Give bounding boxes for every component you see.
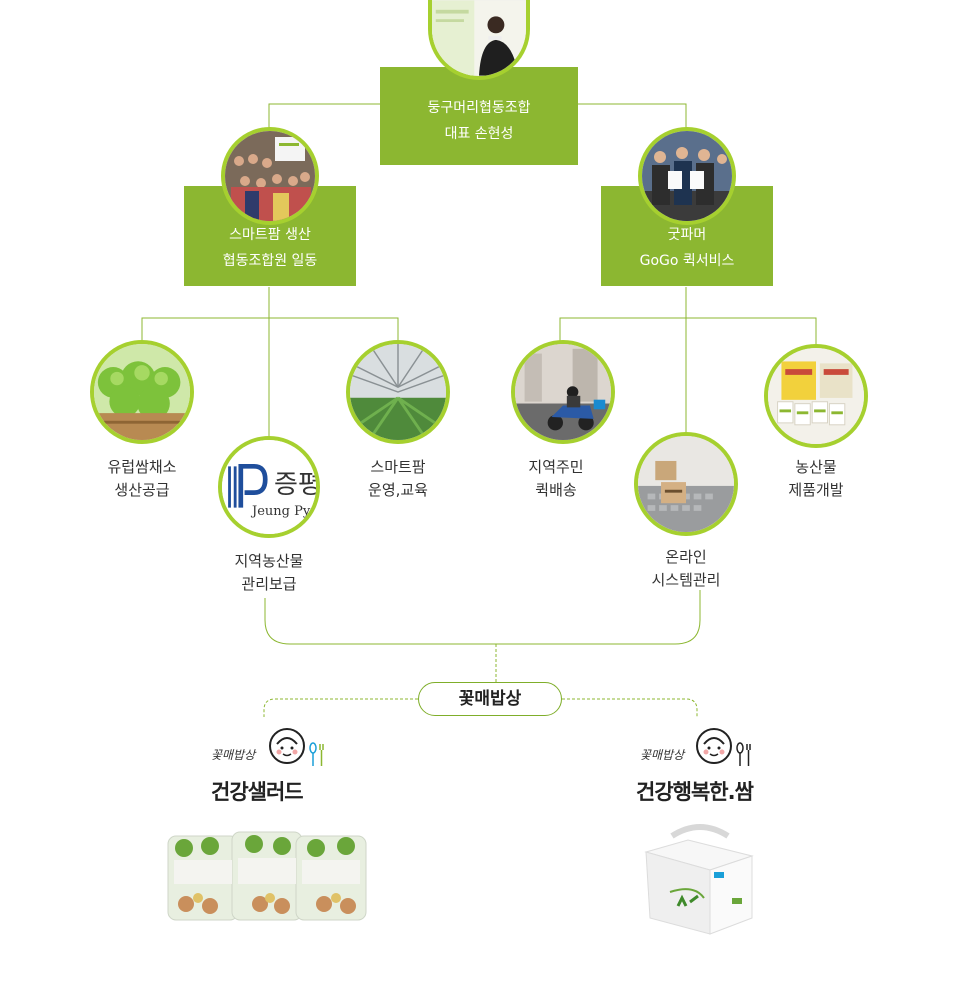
- local-products-label: 지역농산물 관리보급: [199, 550, 339, 596]
- right-branch-line2: GoGo 퀵서비스: [639, 253, 735, 269]
- root-title: 대표 손현성: [444, 126, 514, 142]
- smartfarm-line2: 운영,교육: [368, 481, 428, 499]
- salad-brand-name: 건강샐러드: [211, 780, 304, 804]
- jeungpyeong-logo: 증평 Jeung Py: [218, 436, 320, 538]
- online-line1: 온라인: [665, 548, 707, 566]
- wrap-brand-logo: 꽃매밥상 건강행복한.쌈: [634, 724, 784, 804]
- fork-spoon-icon: [309, 742, 324, 766]
- jeungpyeong-logo-mark: [222, 440, 316, 534]
- local-products-line1: 지역농산물: [234, 552, 304, 570]
- delivery-label: 지역주민 퀵배송: [486, 456, 626, 502]
- products-line2: 제품개발: [788, 481, 844, 499]
- delivery-photo: [511, 340, 615, 444]
- online-line2: 시스템관리: [651, 571, 721, 589]
- members-group-photo: [221, 127, 319, 225]
- grandma-face-icon: [269, 728, 305, 764]
- online-label: 온라인 시스템관리: [616, 546, 756, 592]
- root-photo: [428, 0, 530, 80]
- wrap-brand-small: 꽃매밥상: [640, 748, 685, 762]
- brand-pill: 꽃매밥상: [418, 682, 562, 716]
- delivery-line2: 퀵배송: [535, 481, 577, 499]
- right-branch-line1: 굿파머: [667, 227, 707, 243]
- delivery-line1: 지역주민: [528, 458, 584, 476]
- goodfarmer-photo: [638, 127, 736, 225]
- salad-brand-logo: 꽃매밥상 건강샐러드: [205, 724, 335, 804]
- products-line1: 농산물: [795, 458, 837, 476]
- salad-brand-small: 꽃매밥상: [211, 748, 256, 762]
- left-branch-line2: 협동조합원 일동: [222, 253, 318, 269]
- salad-product-photo: [164, 828, 370, 924]
- wrap-brand-name: 건강행복한.쌈: [636, 780, 754, 804]
- smartfarm-label: 스마트팜 운영,교육: [328, 456, 468, 502]
- fork-spoon-icon-2: [736, 742, 751, 766]
- left-branch-line1: 스마트팜 생산: [229, 227, 311, 243]
- products-photo: [764, 344, 868, 448]
- gift-box-photo: [642, 822, 758, 938]
- lettuce-line1: 유럽쌈채소: [107, 458, 177, 476]
- lettuce-line2: 생산공급: [114, 481, 170, 499]
- online-shopping-photo: [634, 432, 738, 536]
- logo-korean: 증평: [274, 470, 320, 500]
- products-label: 농산물 제품개발: [746, 456, 886, 502]
- smartfarm-line1: 스마트팜: [370, 458, 426, 476]
- smartfarm-photo: [346, 340, 450, 444]
- logo-english: Jeung Py: [252, 504, 311, 519]
- local-products-line2: 관리보급: [241, 575, 297, 593]
- lettuce-label: 유럽쌈채소 생산공급: [72, 456, 212, 502]
- lettuce-photo: [90, 340, 194, 444]
- root-name: 둥구머리협동조합: [427, 100, 531, 116]
- grandma-face-icon-2: [696, 728, 732, 764]
- root-node: 둥구머리협동조합 대표 손현성: [380, 67, 578, 165]
